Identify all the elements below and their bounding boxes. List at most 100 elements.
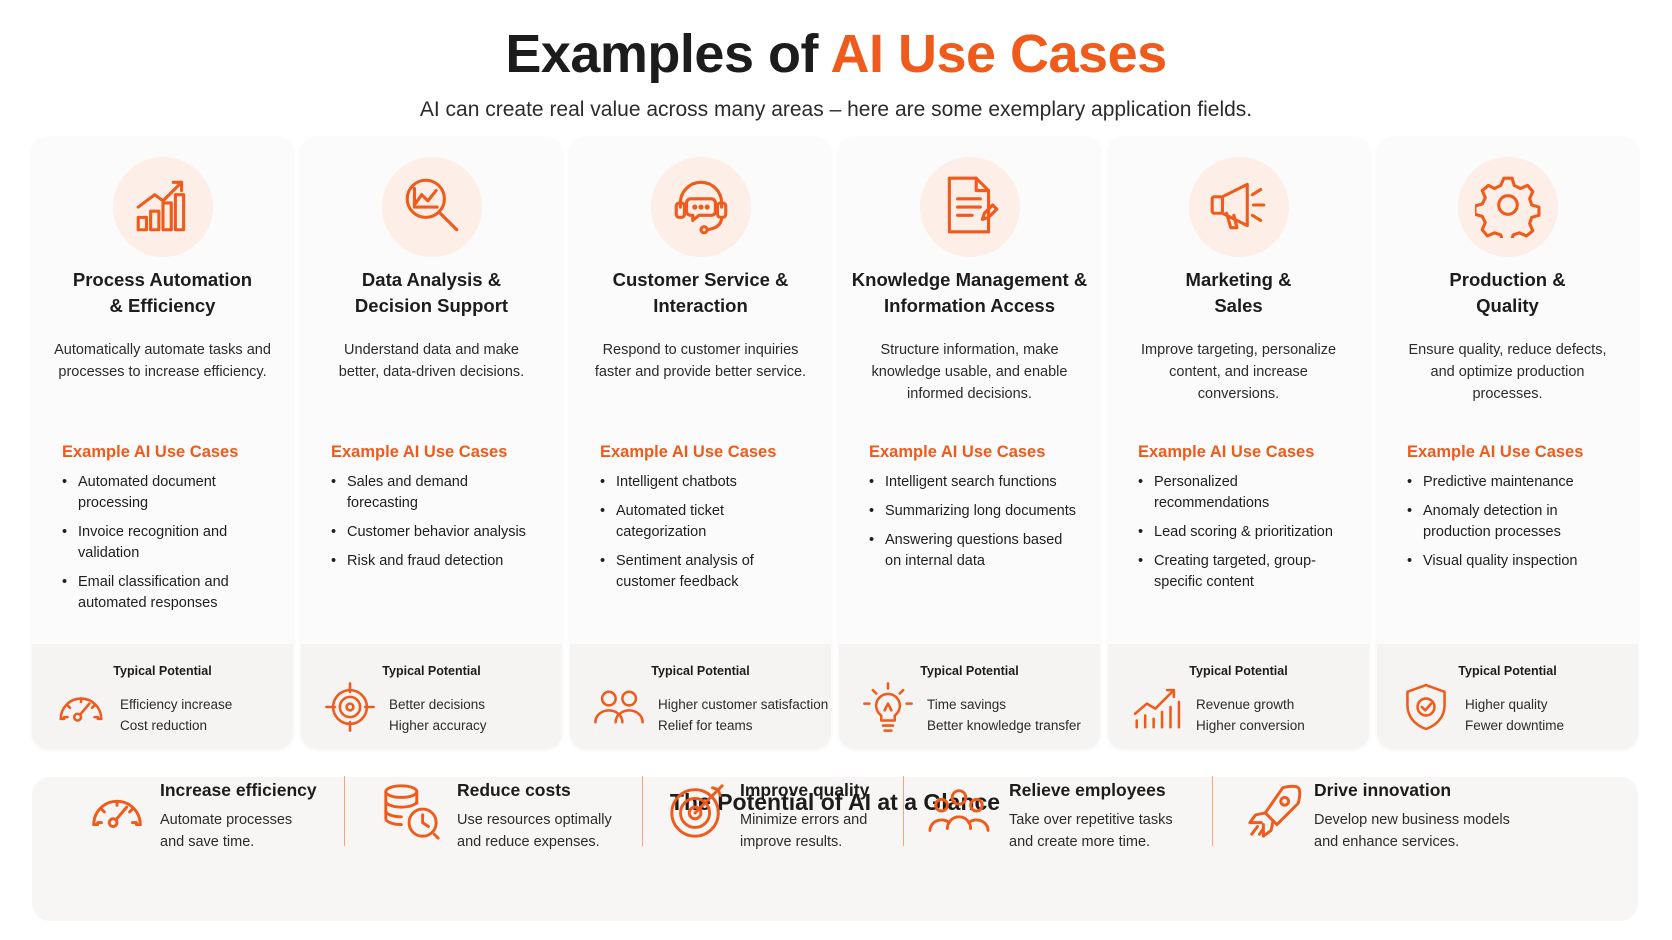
examples-label: Example AI Use Cases: [331, 443, 508, 461]
card-description: Automatically automate tasks and process…: [54, 342, 271, 380]
speedometer-icon: [86, 780, 148, 842]
potential-title: Typical Potential: [1189, 664, 1288, 678]
example-item: Intelligent search functions: [869, 472, 1080, 493]
card-icon-circle: [112, 157, 213, 257]
card-title-line1: Process Automation: [72, 269, 253, 290]
examples-list: Predictive maintenanceAnomaly detection …: [1389, 472, 1626, 572]
card-title-line2: Information Access: [884, 295, 1055, 316]
speedometer-icon: [54, 680, 108, 734]
card-title: Knowledge Management & Information Access: [851, 267, 1088, 319]
bar-chart-growth-icon: [130, 172, 196, 243]
example-item: Lead scoring & prioritization: [1138, 522, 1349, 543]
target-arrow-icon: [666, 780, 728, 842]
coins-clock-icon: [380, 780, 442, 842]
card-icon-circle: [650, 157, 751, 257]
glance-divider: [903, 776, 904, 846]
glance-item-title: Reduce costs: [457, 780, 571, 800]
examples-label: Example AI Use Cases: [1407, 443, 1584, 461]
team-icon: [928, 780, 990, 842]
title-main: Examples of: [505, 24, 818, 84]
example-item: Predictive maintenance: [1407, 472, 1618, 493]
people-icon: [592, 680, 646, 734]
example-item: Creating targeted, group-specific conten…: [1138, 551, 1349, 593]
potential-item: Higher customer satisfaction: [658, 697, 829, 712]
glance-item-body: Develop new business models and enhance s…: [1314, 809, 1510, 853]
glance-body-line2: and save time.: [160, 834, 255, 850]
glance-item-title: Relieve employees: [1009, 780, 1166, 800]
potential-item: Efficiency increase: [120, 697, 233, 712]
glance-body-line2: improve results.: [740, 834, 843, 850]
headset-chat-icon: [668, 172, 734, 243]
examples-label: Example AI Use Cases: [62, 443, 239, 461]
card-title-line2: Decision Support: [354, 295, 509, 316]
potential-item: Cost reduction: [120, 718, 208, 733]
example-item: Risk and fraud detection: [331, 551, 542, 572]
card-title-line1: Marketing &: [1185, 269, 1292, 290]
lightbulb-icon: [861, 680, 915, 734]
card-icon-circle: [1457, 157, 1558, 257]
potential-title: Typical Potential: [113, 664, 212, 678]
glance-body-line1: Use resources optimally: [457, 812, 612, 828]
glance-divider: [1212, 776, 1213, 846]
page-title: Examples of AI Use Cases: [0, 18, 1672, 90]
potential-item: Relief for teams: [658, 718, 753, 733]
potential-item: Better knowledge transfer: [927, 718, 1081, 733]
card-title-line2: & Efficiency: [109, 295, 216, 316]
glance-body-line1: Develop new business models: [1314, 812, 1510, 828]
examples-label: Example AI Use Cases: [600, 443, 777, 461]
potential-item: Higher quality: [1465, 697, 1548, 712]
card-icon-circle: [1188, 157, 1289, 257]
card-title-line1: Production &: [1449, 269, 1566, 290]
example-item: Summarizing long documents: [869, 501, 1080, 522]
example-item: Sentiment analysis of customer feedback: [600, 551, 811, 593]
example-item: Email classification and automated respo…: [62, 572, 273, 614]
glance-item-title: Drive innovation: [1314, 780, 1452, 800]
rocket-icon: [1244, 780, 1306, 842]
example-item: Visual quality inspection: [1407, 551, 1618, 572]
magnifier-chart-icon: [399, 172, 465, 243]
card-description: Ensure quality, reduce defects, and opti…: [1408, 342, 1607, 402]
examples-list: Intelligent chatbotsAutomated ticket cat…: [582, 472, 819, 593]
megaphone-icon: [1206, 172, 1272, 243]
glance-divider: [642, 776, 643, 846]
card-title-line2: Interaction: [653, 295, 748, 316]
card-title-line1: Knowledge Management &: [851, 269, 1088, 290]
card-title-line2: Quality: [1476, 295, 1539, 316]
use-case-card: Knowledge Management & Information Access…: [839, 137, 1100, 749]
shield-check-icon: [1399, 680, 1453, 734]
card-title: Production & Quality: [1389, 267, 1626, 319]
potential-item: Time savings: [927, 697, 1007, 712]
example-item: Invoice recognition and validation: [62, 522, 273, 564]
potential-item: Revenue growth: [1196, 697, 1295, 712]
card-icon-circle: [381, 157, 482, 257]
potential-title: Typical Potential: [920, 664, 1019, 678]
card-description: Improve targeting, personalize content, …: [1140, 342, 1337, 402]
card-title-line2: Sales: [1214, 295, 1263, 316]
examples-list: Sales and demand forecastingCustomer beh…: [313, 472, 550, 572]
potential-item: Higher conversion: [1196, 718, 1305, 733]
growth-chart-icon: [1130, 680, 1184, 734]
header: Examples of AI Use Cases AI can create r…: [0, 18, 1672, 122]
card-description: Respond to customer inquiries faster and…: [594, 342, 807, 380]
potential-item: Higher accuracy: [389, 718, 487, 733]
glance-body-line2: and enhance services.: [1314, 834, 1460, 850]
